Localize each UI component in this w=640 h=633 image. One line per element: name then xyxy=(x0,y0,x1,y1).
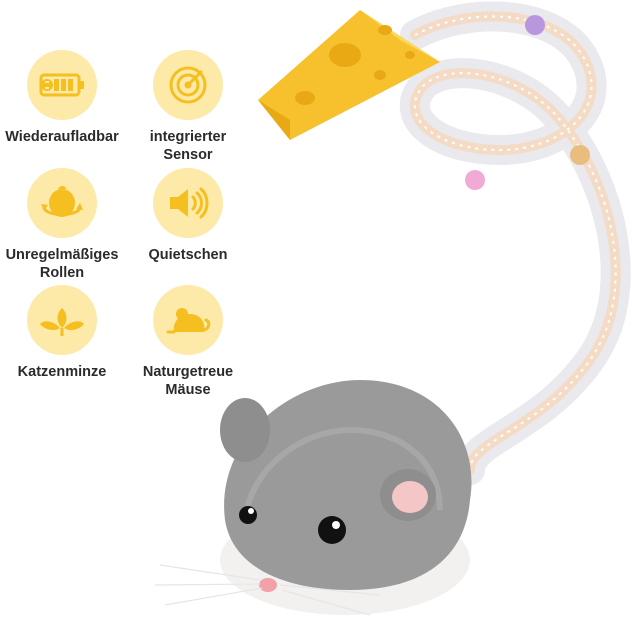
cheese-wedge xyxy=(258,10,440,140)
mouse-icon xyxy=(166,308,211,334)
feature-icon-circle xyxy=(27,285,97,355)
catnip-leaf-icon xyxy=(40,308,84,336)
mouse-eye-left xyxy=(239,506,257,524)
feature-label: Naturgetreue Mäuse xyxy=(142,364,234,398)
feature-icon-circle xyxy=(153,50,223,120)
pompom-pink xyxy=(465,170,485,190)
feature-catnip: Katzenminze xyxy=(0,285,132,381)
plush-mouse xyxy=(154,380,472,616)
feature-label: Unregelmäßiges Rollen xyxy=(5,247,119,281)
feature-lifelike-mice: Naturgetreue Mäuse xyxy=(118,285,258,399)
feature-icon-circle xyxy=(27,168,97,238)
feature-label: Quietschen xyxy=(148,247,228,263)
pompom-orange xyxy=(570,145,590,165)
mouse-nose xyxy=(259,578,277,592)
pompom-purple xyxy=(525,15,545,35)
feature-rechargeable: Wiederaufladbar xyxy=(0,50,132,146)
feature-icon-circle xyxy=(27,50,97,120)
feature-icon-circle xyxy=(153,168,223,238)
mouse-eye-right xyxy=(318,516,346,544)
feature-irregular-rolling: Unregelmäßiges Rollen xyxy=(0,168,132,282)
feature-icon-circle xyxy=(153,285,223,355)
spring-tail xyxy=(399,1,631,485)
sensor-icon xyxy=(169,66,207,104)
feature-label: Katzenminze xyxy=(17,364,107,380)
mouse-ear-left xyxy=(220,398,270,462)
speaker-icon xyxy=(170,187,209,219)
feature-squeak: Quietschen xyxy=(118,168,258,264)
feature-sensor: integrierter Sensor xyxy=(118,50,258,164)
rolling-icon xyxy=(41,186,83,217)
battery-icon xyxy=(39,73,84,97)
feature-label: Wiederaufladbar xyxy=(5,129,119,145)
feature-label: integrierter Sensor xyxy=(149,129,227,163)
mouse-whiskers xyxy=(154,564,381,616)
